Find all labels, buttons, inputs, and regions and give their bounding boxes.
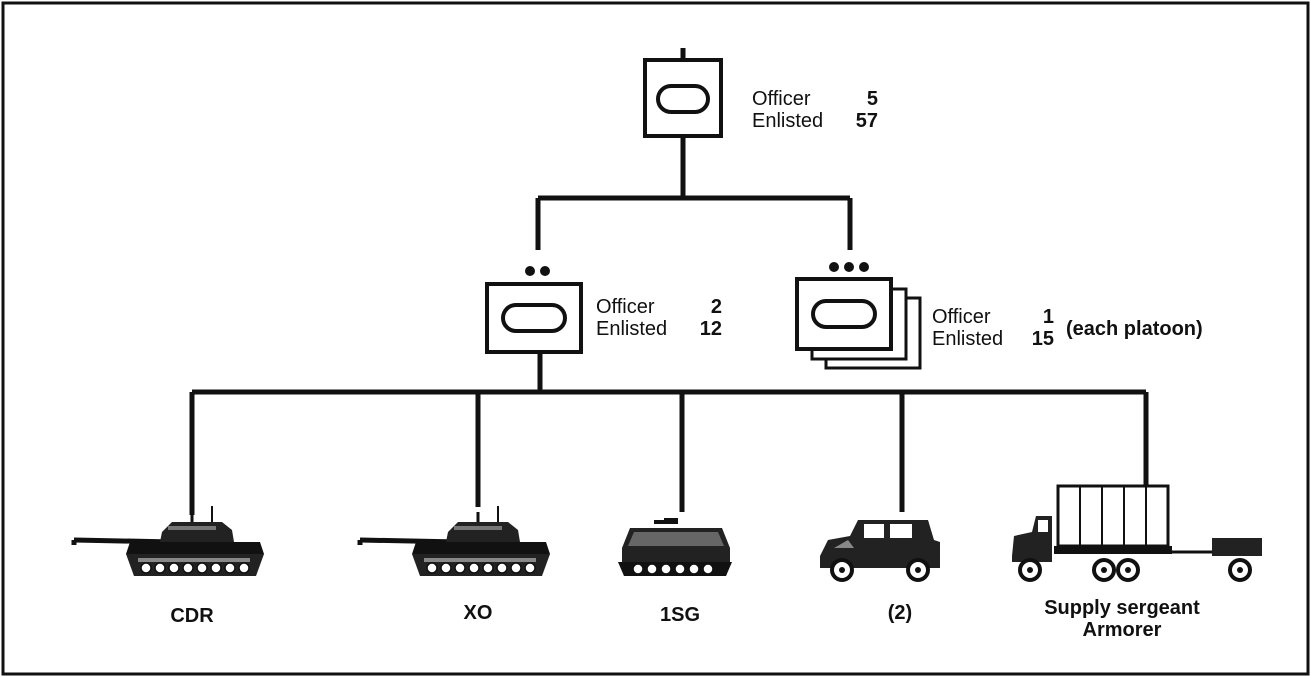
vehicle-label-xo: XO xyxy=(463,602,493,624)
company-enlisted-value: 57 xyxy=(855,110,878,132)
company-enlisted-label: Enlisted xyxy=(752,110,824,132)
platoon-enlisted-value: 15 xyxy=(1031,328,1054,350)
hq-section-unit-symbol xyxy=(485,266,583,354)
platoon-enlisted-label: Enlisted xyxy=(932,328,1004,350)
vehicle-label-armorer: Armorer xyxy=(1082,619,1162,641)
hq-officer-label: Officer xyxy=(596,296,655,318)
vehicle-label-humvee: (2) xyxy=(887,602,913,624)
company-officer-value: 5 xyxy=(866,88,878,110)
company-officer-label: Officer xyxy=(752,88,811,110)
apc-icon xyxy=(616,516,734,578)
vehicle-label-1sg: 1SG xyxy=(659,604,701,626)
platoon-unit-symbol xyxy=(795,262,922,370)
platoon-note: (each platoon) xyxy=(1066,318,1203,340)
tank-icon xyxy=(74,506,264,576)
cargo-truck-icon xyxy=(1010,484,1264,582)
hq-enlisted-label: Enlisted xyxy=(596,318,668,340)
humvee-icon xyxy=(818,518,942,582)
connector-lines xyxy=(189,48,1149,515)
hq-officer-value: 2 xyxy=(710,296,722,318)
company-unit-symbol xyxy=(643,58,723,138)
vehicle-label-supply-sergeant: Supply sergeant xyxy=(1044,597,1200,619)
vehicle-label-cdr: CDR xyxy=(170,605,214,627)
tank-icon xyxy=(360,506,550,576)
platoon-officer-value: 1 xyxy=(1042,306,1054,328)
hq-enlisted-value: 12 xyxy=(699,318,722,340)
platoon-officer-label: Officer xyxy=(932,306,991,328)
